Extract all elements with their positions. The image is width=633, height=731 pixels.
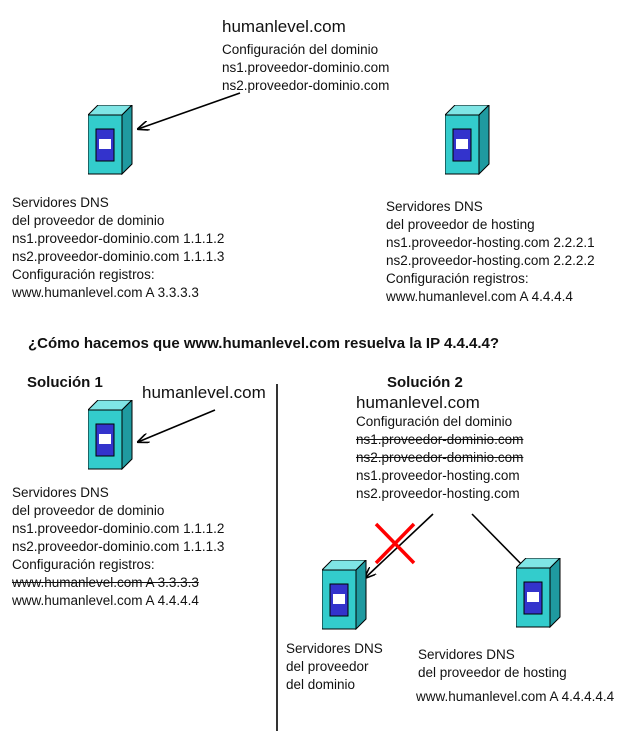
dns-line: Servidores DNS [12, 195, 109, 210]
dns-line: ns2.proveedor-dominio.com 1.1.1.3 [12, 539, 225, 554]
arrow-sol1-domain-to-dns [138, 409, 216, 442]
dns-line: www.humanlevel.com A 4.4.4.4 [386, 289, 573, 304]
old-record-struck: www.humanlevel.com A 3.3.3.3 [12, 575, 199, 590]
old-ns-struck: ns2.proveedor-dominio.com [356, 450, 524, 465]
solution2-domain-title: humanlevel.com [356, 393, 480, 412]
solution2-right-dns-info: Servidores DNS del proveedor de hosting [418, 646, 567, 682]
dns-line: Servidores DNS [386, 199, 483, 214]
solution1-heading: Solución 1 [27, 374, 103, 391]
top-domain-title: humanlevel.com [222, 17, 346, 36]
dns-line: ns1.proveedor-dominio.com 1.1.1.2 [12, 521, 225, 536]
top-left-dns-info: Servidores DNS del proveedor de dominio … [12, 194, 224, 302]
config-label: Configuración del dominio [356, 414, 513, 429]
server-icon [516, 558, 561, 628]
dns-line: del dominio [286, 677, 356, 692]
dns-line: ns1.proveedor-hosting.com 2.2.2.1 [386, 235, 595, 250]
question-heading: ¿Cómo hacemos que www.humanlevel.com res… [28, 335, 500, 352]
dns-line: Configuración registros: [12, 267, 155, 282]
dns-line: Servidores DNS [12, 485, 109, 500]
arrow-top-domain-to-dns [138, 92, 241, 129]
dns-line: www.humanlevel.com A 3.3.3.3 [12, 285, 199, 300]
dns-line: Servidores DNS [418, 647, 515, 662]
server-icon [88, 105, 133, 175]
solution1-domain-label: humanlevel.com [142, 383, 266, 402]
dns-line: del proveedor de hosting [418, 665, 567, 680]
config-line: ns1.proveedor-dominio.com [222, 60, 390, 75]
config-line: ns2.proveedor-dominio.com [222, 78, 390, 93]
dns-line: ns1.proveedor-dominio.com 1.1.1.2 [12, 231, 225, 246]
dns-line: Configuración registros: [12, 557, 155, 572]
dns-line: ns2.proveedor-hosting.com 2.2.2.2 [386, 253, 595, 268]
solution2-right-record: www.humanlevel.com A 4.4.4.4.4 [416, 689, 615, 704]
server-icon [88, 400, 133, 470]
dns-line: del proveedor de dominio [12, 213, 165, 228]
server-icon [445, 105, 490, 175]
solution2-domain-config: Configuración del dominio ns1.proveedor-… [356, 413, 523, 503]
solution1-dns-info: Servidores DNS del proveedor de dominio … [12, 484, 224, 610]
solution2-left-dns-info: Servidores DNS del proveedor del dominio [286, 640, 383, 694]
top-domain-config: Configuración del dominio ns1.proveedor-… [222, 41, 389, 95]
new-record: www.humanlevel.com A 4.4.4.4 [12, 593, 199, 608]
new-ns: ns1.proveedor-hosting.com [356, 468, 520, 483]
top-right-dns-info: Servidores DNS del proveedor de hosting … [386, 198, 595, 306]
dns-line: del proveedor [286, 659, 369, 674]
new-ns: ns2.proveedor-hosting.com [356, 486, 520, 501]
old-ns-struck: ns1.proveedor-dominio.com [356, 432, 524, 447]
solution2-heading: Solución 2 [387, 374, 463, 391]
config-line: Configuración del dominio [222, 42, 379, 57]
dns-line: Servidores DNS [286, 641, 383, 656]
dns-line: ns2.proveedor-dominio.com 1.1.1.3 [12, 249, 225, 264]
cross-icon [374, 522, 416, 565]
dns-line: del proveedor de hosting [386, 217, 535, 232]
server-icon [322, 560, 367, 630]
dns-line: Configuración registros: [386, 271, 529, 286]
dns-line: del proveedor de dominio [12, 503, 165, 518]
